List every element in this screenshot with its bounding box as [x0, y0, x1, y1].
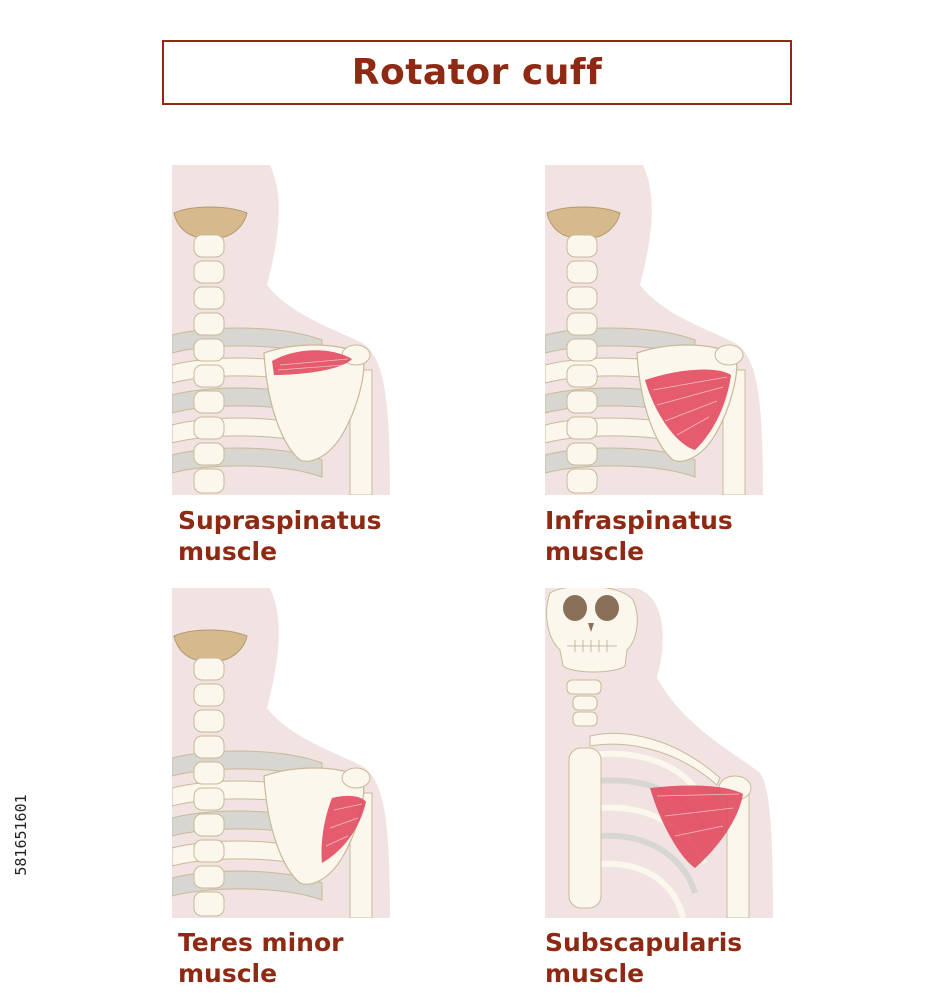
caption-line1: Supraspinatus	[178, 506, 382, 535]
teres-minor-illustration	[172, 588, 390, 918]
page-title: Rotator cuff	[351, 52, 603, 93]
caption-line2: muscle	[178, 537, 278, 566]
acromion	[714, 344, 744, 366]
caption-line2: muscle	[178, 959, 278, 988]
spine	[193, 657, 225, 917]
subscapularis-illustration	[545, 588, 773, 918]
panel-infraspinatus	[545, 165, 775, 495]
neck-cartilage	[173, 206, 248, 238]
panel-subscapularis	[545, 588, 775, 918]
caption-subscapularis: Subscapularis muscle	[545, 927, 742, 989]
infraspinatus-muscle	[645, 369, 731, 450]
title-box: Rotator cuff	[162, 40, 792, 105]
caption-supraspinatus: Supraspinatus muscle	[178, 505, 382, 567]
clavicle	[589, 732, 721, 786]
acromion	[341, 767, 371, 789]
subscapularis-muscle	[650, 785, 743, 868]
caption-line2: muscle	[545, 959, 645, 988]
caption-infraspinatus: Infraspinatus muscle	[545, 505, 733, 567]
caption-line1: Teres minor	[178, 928, 344, 957]
neck-cartilage	[173, 629, 248, 661]
caption-line1: Subscapularis	[545, 928, 743, 957]
spine	[193, 234, 225, 494]
panel-teres-minor	[172, 588, 402, 918]
caption-teres-minor: Teres minor muscle	[178, 927, 343, 989]
caption-line2: muscle	[545, 537, 645, 566]
neck-cartilage	[546, 206, 621, 238]
infraspinatus-illustration	[545, 165, 763, 495]
sternum	[568, 747, 602, 909]
teres-minor-muscle	[321, 795, 366, 863]
caption-line1: Infraspinatus	[545, 506, 733, 535]
spine	[566, 234, 598, 494]
stock-id-label: 581651601	[6, 770, 36, 900]
stock-id-text: 581651601	[12, 794, 30, 876]
panel-supraspinatus	[172, 165, 402, 495]
supraspinatus-illustration	[172, 165, 390, 495]
skull	[546, 588, 638, 673]
cervical-spine	[566, 679, 602, 727]
